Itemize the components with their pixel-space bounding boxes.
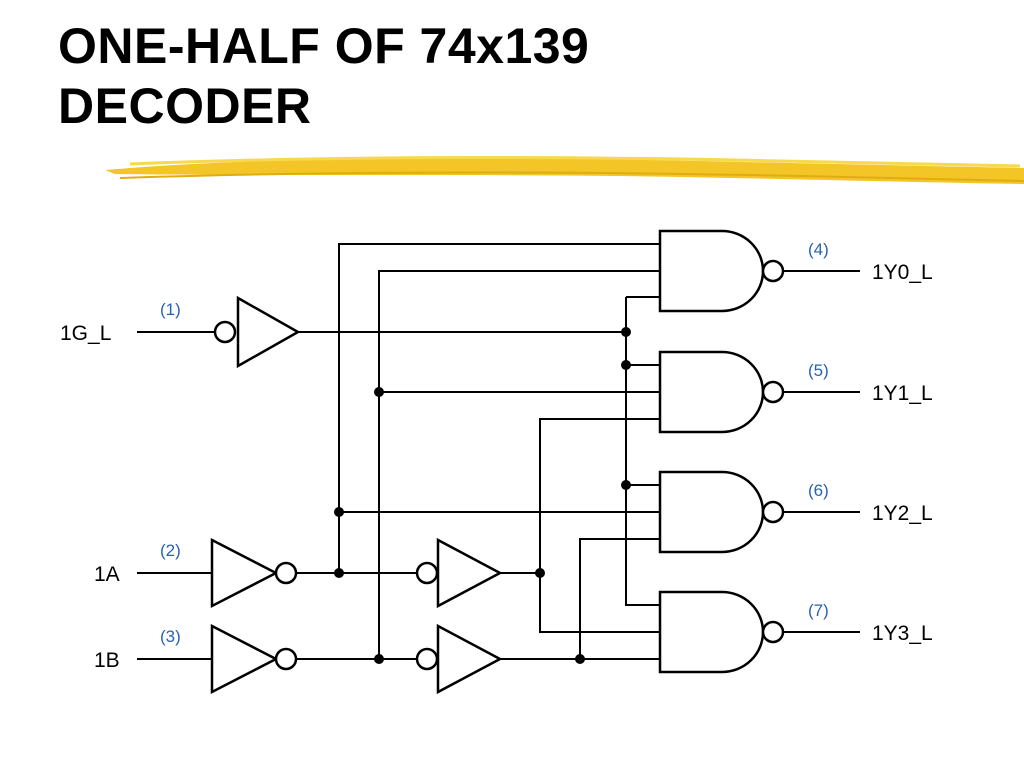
wire-a-l-to-gate0 — [338, 243, 660, 573]
pin-label-7: (7) — [808, 601, 829, 620]
junction-dot — [621, 327, 631, 337]
highlighter-underline — [105, 156, 1024, 184]
slide-title-line-2: DECODER — [58, 78, 312, 134]
junction-dot — [374, 654, 384, 664]
wire-b-l-to-gate0 — [378, 270, 660, 659]
output-label-y3: 1Y3_L — [872, 622, 933, 645]
output-label-y2: 1Y2_L — [872, 502, 933, 525]
pin-label-3: (3) — [160, 627, 181, 646]
nand-gate-y2 — [658, 470, 785, 554]
a-buffer — [415, 537, 503, 609]
nand-gate-y1 — [658, 350, 785, 434]
junction-dot — [575, 654, 585, 664]
pin-label-4: (4) — [808, 240, 829, 259]
junction-dot — [334, 568, 344, 578]
junction-dot — [621, 480, 631, 490]
nand-gate-y0 — [658, 229, 785, 313]
junction-dot — [535, 568, 545, 578]
output-label-y1: 1Y1_L — [872, 382, 933, 405]
wire-a-to-gate3 — [539, 573, 660, 633]
junction-dot — [621, 360, 631, 370]
pin-label-6: (6) — [808, 481, 829, 500]
b-buffer — [415, 623, 503, 695]
a-inverter — [210, 537, 298, 609]
output-label-y0: 1Y0_L — [872, 261, 933, 284]
wire-b-to-gate2 — [579, 538, 660, 659]
g-input-buffer — [213, 295, 301, 369]
wire-a-to-gate1 — [539, 418, 660, 573]
pin-label-1: (1) — [160, 300, 181, 319]
nand-gate-y3 — [658, 590, 785, 674]
pin-label-2: (2) — [160, 541, 181, 560]
slide-title: ONE-HALF OF 74x139 DECODER — [58, 16, 589, 136]
wire-g-vertical — [625, 297, 660, 606]
pin-label-5: (5) — [808, 361, 829, 380]
input-label-a: 1A — [94, 563, 120, 586]
input-label-g: 1G_L — [60, 322, 111, 345]
junction-dot — [334, 507, 344, 517]
input-label-b: 1B — [94, 649, 120, 672]
b-inverter — [210, 623, 298, 695]
junction-dot — [374, 387, 384, 397]
slide-title-line-1: ONE-HALF OF 74x139 — [58, 18, 590, 74]
